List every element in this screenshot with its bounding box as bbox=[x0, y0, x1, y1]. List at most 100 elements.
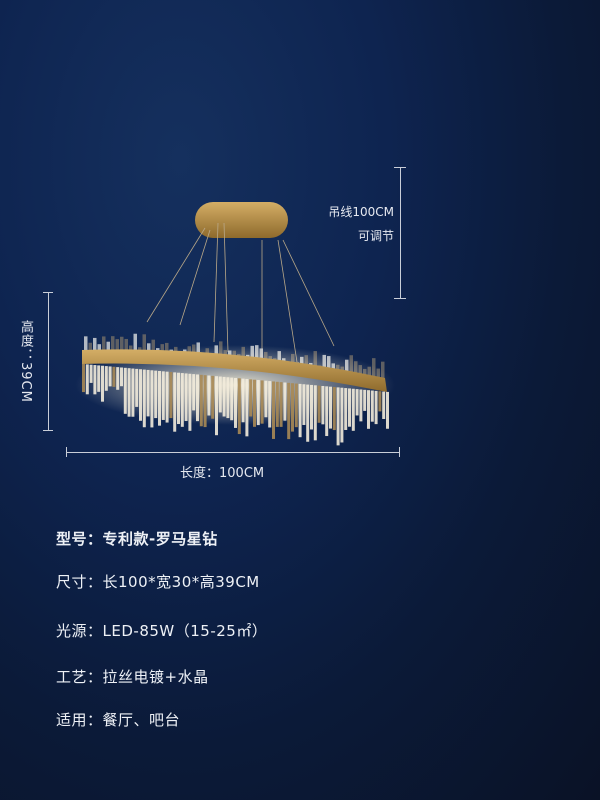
wire bbox=[282, 239, 335, 347]
crystal bbox=[355, 389, 359, 416]
wire bbox=[213, 222, 219, 343]
crystal bbox=[237, 378, 241, 435]
length-dimension-line bbox=[66, 452, 400, 453]
crystal bbox=[108, 366, 112, 387]
crystal bbox=[177, 372, 180, 425]
tick bbox=[66, 447, 67, 457]
crystal bbox=[111, 336, 115, 355]
crystal bbox=[180, 373, 184, 427]
crystal bbox=[150, 370, 154, 428]
crystal bbox=[151, 339, 155, 359]
suspension-wires bbox=[146, 222, 335, 363]
crystal bbox=[127, 368, 131, 417]
crystal bbox=[154, 370, 158, 419]
crystal bbox=[245, 379, 249, 437]
crystal bbox=[272, 381, 275, 439]
spec-value: 餐厅、吧台 bbox=[102, 711, 181, 729]
spec-craft: 工艺：拉丝电镀+水晶 bbox=[56, 666, 209, 687]
height-dimension-line bbox=[48, 292, 49, 431]
crystal bbox=[106, 341, 110, 355]
crystal bbox=[133, 333, 137, 357]
crystal bbox=[378, 391, 382, 412]
crystal bbox=[161, 371, 165, 420]
crystal bbox=[260, 380, 264, 424]
crystal bbox=[222, 376, 226, 417]
crystal bbox=[241, 378, 245, 423]
crystal bbox=[313, 385, 317, 441]
crystal bbox=[226, 377, 230, 419]
crystal bbox=[344, 388, 348, 430]
wire bbox=[146, 227, 206, 323]
crystal bbox=[386, 391, 389, 429]
crystal bbox=[115, 339, 119, 356]
tick bbox=[43, 292, 53, 293]
crystal bbox=[97, 365, 101, 392]
crystal bbox=[135, 368, 139, 407]
crystal bbox=[279, 382, 283, 427]
crystal bbox=[173, 372, 177, 432]
crystal bbox=[131, 368, 135, 417]
height-label: 高度：39CM bbox=[18, 320, 33, 403]
crystal bbox=[124, 338, 128, 356]
tick bbox=[394, 298, 406, 299]
crystal bbox=[192, 374, 196, 411]
wire bbox=[179, 229, 211, 326]
crystal bbox=[253, 379, 256, 427]
crystal bbox=[268, 381, 272, 428]
spec-light-source: 光源：LED-85W（15-25㎡） bbox=[56, 620, 267, 641]
spec-value: 专利款-罗马星钻 bbox=[102, 530, 218, 548]
crystal bbox=[382, 391, 386, 420]
crystal bbox=[104, 366, 108, 391]
crystal bbox=[363, 389, 367, 411]
crystals-bottom bbox=[82, 364, 389, 446]
spec-value: 拉丝电镀+水晶 bbox=[102, 668, 209, 686]
length-label: 长度：100CM bbox=[180, 466, 265, 481]
crystal bbox=[302, 384, 306, 425]
crystal bbox=[348, 388, 351, 427]
tick bbox=[43, 430, 53, 431]
crystal bbox=[367, 390, 370, 429]
crystal bbox=[93, 337, 97, 354]
crystal bbox=[283, 382, 287, 421]
crystal bbox=[85, 364, 89, 395]
crystal bbox=[88, 342, 92, 353]
crystal bbox=[287, 382, 291, 440]
crystal bbox=[123, 367, 127, 414]
crystal bbox=[184, 373, 188, 421]
wire bbox=[223, 222, 229, 353]
spec-label: 型号： bbox=[56, 530, 103, 548]
crystal bbox=[230, 377, 234, 421]
crystal bbox=[116, 367, 120, 390]
spec-label: 适用： bbox=[56, 711, 103, 729]
cord-length-label: 吊线100CM bbox=[328, 205, 394, 219]
crystal bbox=[298, 383, 302, 438]
crystal bbox=[188, 373, 192, 431]
crystal bbox=[120, 336, 124, 356]
crystal bbox=[264, 380, 268, 418]
spec-value: 长100*宽30*高39CM bbox=[102, 573, 260, 591]
crystal bbox=[142, 334, 146, 358]
crystal bbox=[359, 389, 363, 422]
spec-size: 尺寸：长100*宽30*高39CM bbox=[56, 571, 260, 592]
crystal bbox=[120, 367, 123, 387]
spec-model: 型号：专利款-罗马星钻 bbox=[56, 528, 218, 549]
spec-label: 工艺： bbox=[56, 668, 103, 686]
spec-value: LED-85W（15-25㎡） bbox=[102, 622, 268, 640]
crystal bbox=[218, 376, 222, 413]
crystal bbox=[158, 370, 161, 426]
crystal bbox=[139, 369, 142, 421]
crystal bbox=[93, 365, 97, 395]
crystal bbox=[82, 364, 85, 393]
spec-usage: 适用：餐厅、吧台 bbox=[56, 709, 180, 730]
crystal bbox=[306, 384, 310, 442]
crystal bbox=[370, 390, 374, 422]
crystal bbox=[249, 379, 253, 417]
crystal bbox=[165, 371, 169, 423]
crystal bbox=[340, 387, 344, 443]
crystal bbox=[112, 366, 116, 387]
crystal bbox=[196, 374, 199, 422]
crystal bbox=[84, 336, 88, 353]
crystal bbox=[294, 383, 298, 428]
crystal bbox=[332, 387, 336, 431]
